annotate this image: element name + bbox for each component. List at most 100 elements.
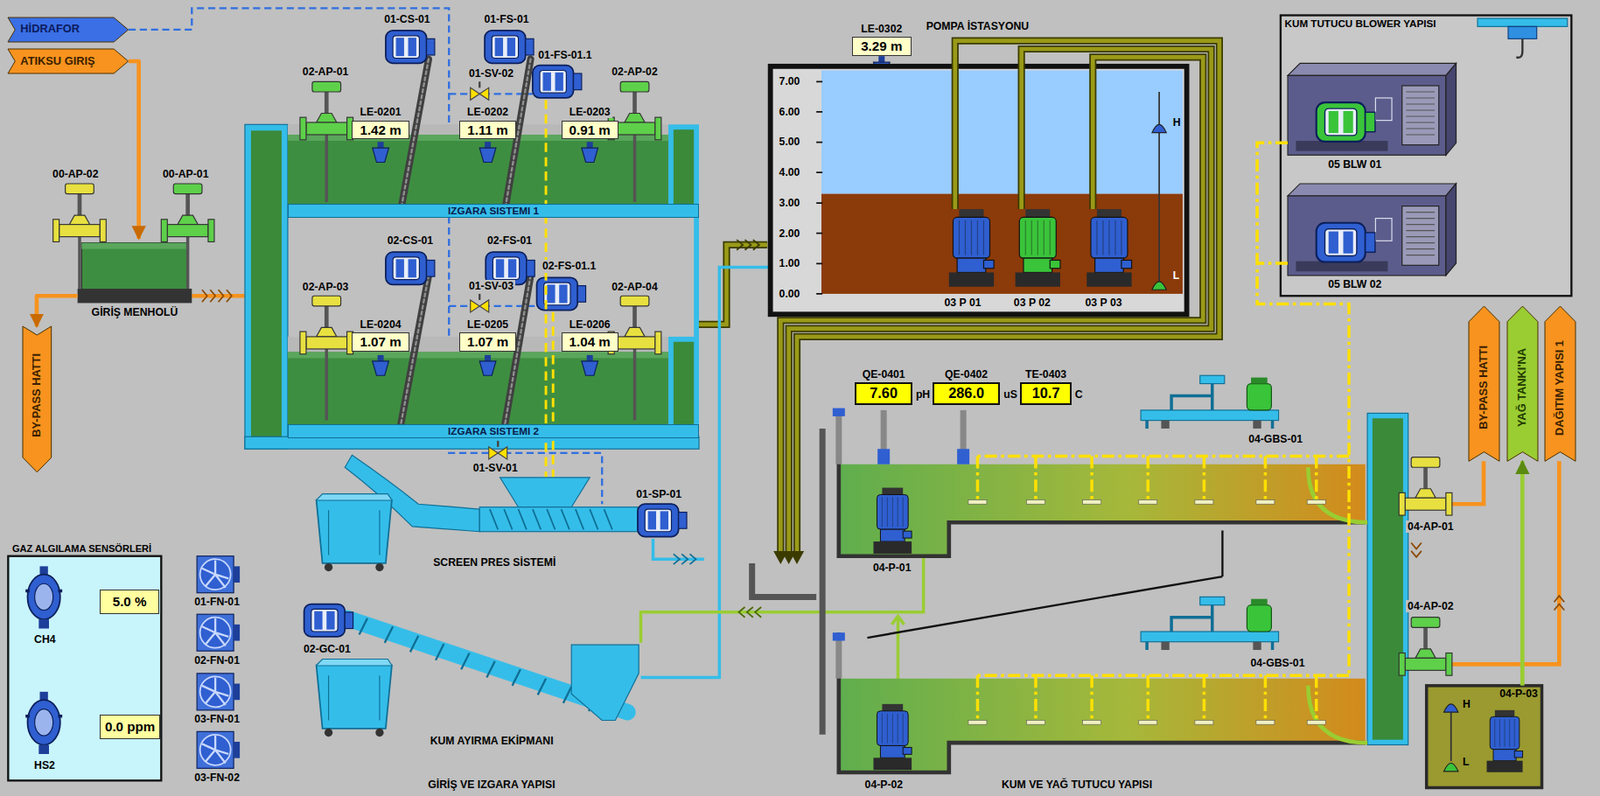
pump-station-tank [816, 81, 823, 294]
process-lines [653, 538, 705, 559]
tag-label: 02-FS-01 [485, 234, 534, 247]
value-readout: 1.07 m [459, 332, 517, 352]
node-label: GAZ ALGILAMA SENSÖRLERİ [12, 543, 152, 555]
tag-label: 00-AP-02 [50, 167, 100, 181]
pump-station-tank [770, 66, 1188, 315]
grit-chamber [752, 375, 1409, 773]
diffusers [1138, 720, 1158, 726]
arrow-outline [1507, 306, 1538, 462]
screen-structure [244, 124, 699, 449]
tag-label: 02-AP-02 [610, 65, 660, 78]
inlet-manhole [53, 183, 107, 242]
pipe-connector [128, 61, 140, 239]
node-label: POMPA İSTASYONU [926, 20, 1030, 33]
grit-chamber [957, 448, 970, 464]
node-label: HİDRAFOR [20, 22, 80, 36]
node-label: TE-0403 [1023, 368, 1069, 381]
tag-label: 02-FN-01 [192, 654, 241, 667]
tag-label: KUM VE YAĞ TUTUCU YAPISI [999, 778, 1154, 791]
inlet-pipe [202, 289, 232, 302]
blower-building [1477, 18, 1568, 27]
node-label: IZGARA SISTEMI 1 [447, 204, 539, 217]
gas-readout: 0.0 ppm [99, 714, 161, 740]
channel-valves [300, 295, 354, 354]
connectors [36, 61, 1523, 686]
blower-building [1287, 183, 1456, 276]
diffusers [1138, 500, 1158, 505]
node-label: LE-0201 [357, 105, 404, 119]
diffusers [968, 500, 987, 505]
pipe-connector [36, 295, 78, 327]
grit-classifier [304, 604, 640, 721]
pump-station-tank [821, 69, 1183, 194]
value-readout: 0.91 m [561, 120, 619, 140]
tag-label: 1.00 [777, 257, 802, 270]
value-readout: 3.29 m [852, 36, 912, 56]
oil-pit [1444, 763, 1459, 772]
grit-chamber [832, 632, 846, 641]
pipe-connector [1520, 461, 1525, 686]
tag-label: 05 BLW 01 [1326, 158, 1384, 171]
tag-label: 04-AP-02 [1405, 600, 1455, 613]
inlet-manhole [81, 243, 188, 250]
oil-pit [1450, 705, 1453, 762]
screen-structure [287, 351, 669, 425]
grit-chamber [866, 531, 1223, 638]
oil-pit [1444, 704, 1459, 713]
tag-label: 05 BLW 02 [1326, 278, 1384, 291]
blower-building [1316, 102, 1376, 142]
tag-label: 2.00 [777, 227, 802, 240]
tag-label: 5.00 [777, 135, 802, 148]
tag-label: 3.00 [777, 196, 802, 210]
grit-chamber [838, 464, 1366, 557]
arrow-outline [22, 326, 52, 473]
tag-label: 04-AP-01 [1405, 520, 1455, 533]
process-lines [698, 244, 768, 325]
tag-label: 04-GBS-01 [1246, 433, 1304, 446]
tag-label: 01-SV-02 [467, 67, 516, 80]
process-lines [698, 244, 768, 325]
value-readout: 7.60 [854, 382, 912, 405]
solenoid-valves [470, 81, 490, 100]
node-label: GİRİŞ MENHOLÜ [91, 306, 179, 319]
outlet-arrow: BY-PASS HATTI [1468, 306, 1500, 462]
value-readout: 0.0 ppm [104, 719, 155, 734]
tag-label: L [1171, 269, 1181, 282]
grit-chamber [838, 428, 1366, 557]
diffusers [1082, 500, 1102, 505]
node-label: 04-P-03 [1499, 687, 1538, 700]
node-label: IZGARA SISTEMI 2 [447, 425, 539, 438]
level-readout: LE-02030.91 m [561, 105, 619, 140]
blower-building [1280, 14, 1572, 296]
inlet-manhole [53, 183, 215, 303]
tag-label: 03 P 01 [943, 296, 984, 309]
tag-label: GİRİŞ VE IZGARA YAPISI [426, 778, 558, 791]
node-label: LE-0202 [465, 105, 511, 119]
tag-label: L [1460, 755, 1471, 769]
tag-label: 0.00 [777, 287, 802, 301]
inlet-pipe [191, 289, 245, 302]
tag-label: 03-FN-02 [192, 771, 241, 784]
value-readout: 1.07 m [351, 332, 409, 352]
level-sensors [479, 141, 497, 162]
level-sensors [581, 355, 599, 376]
level-readout: LE-02041.07 m [351, 318, 409, 352]
tag-label: 04-P-01 [871, 561, 913, 574]
grit-classifier [359, 618, 598, 712]
tag-label: 02-CS-01 [385, 234, 435, 247]
process-lines [673, 553, 697, 565]
aeration-line [1257, 142, 1349, 676]
wash-water-line [448, 92, 533, 95]
tag-label: pH [914, 388, 932, 401]
tag-label: 01-FN-01 [192, 595, 241, 608]
tag-label: 02-AP-03 [300, 280, 350, 294]
node-label: DAĞITIM YAPISI 1 [1553, 340, 1567, 436]
tag-label: 03 P 02 [1012, 296, 1053, 309]
pump-station-tank [1158, 91, 1160, 282]
outlet-lines [1398, 617, 1453, 676]
screen-channel-band: IZGARA SISTEMI 1 [287, 203, 699, 218]
node-label: LE-0203 [566, 105, 613, 119]
grit-chamber [873, 704, 912, 770]
node-label: LE-0204 [357, 318, 404, 331]
